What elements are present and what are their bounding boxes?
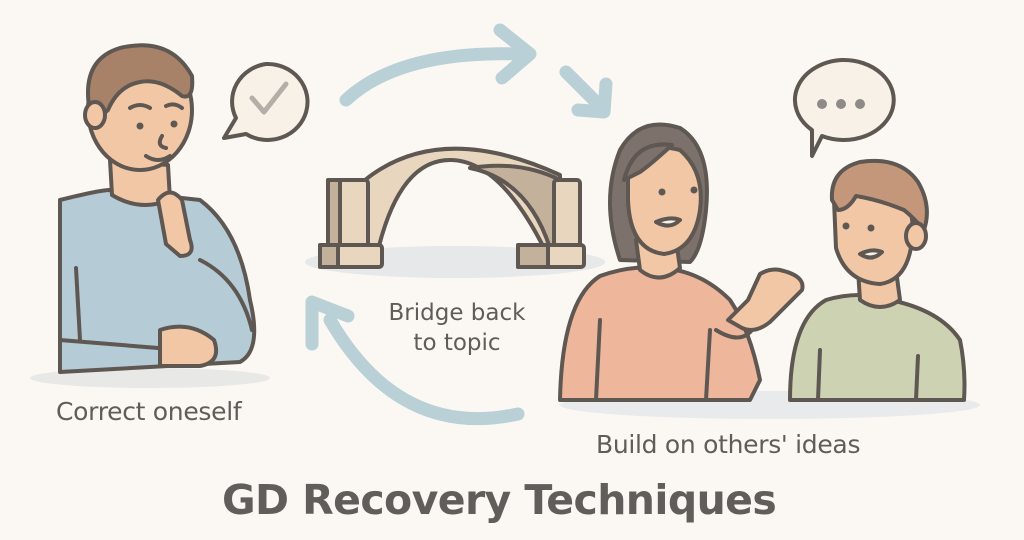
person-woman-speaking <box>558 122 805 402</box>
checkmark-speech-bubble-icon <box>222 61 310 142</box>
bridge-arch-icon <box>318 146 586 269</box>
technique-label-bridge-back: Bridge back to topic <box>372 298 542 358</box>
technique-label-correct-oneself: Correct oneself <box>56 397 242 426</box>
technique-label-build-on-ideas: Build on others' ideas <box>596 430 861 459</box>
ellipsis-speech-bubble-icon <box>793 57 896 158</box>
floor-shadow-left <box>30 368 270 388</box>
bridge-label-line-1: Bridge back <box>388 300 526 326</box>
illustration-title: GD Recovery Techniques <box>222 476 777 524</box>
bridge-label-line-2: to topic <box>413 330 501 356</box>
person-correcting-self <box>58 43 257 374</box>
cycle-arrows-icon <box>305 23 613 426</box>
person-man-listening <box>788 158 967 402</box>
